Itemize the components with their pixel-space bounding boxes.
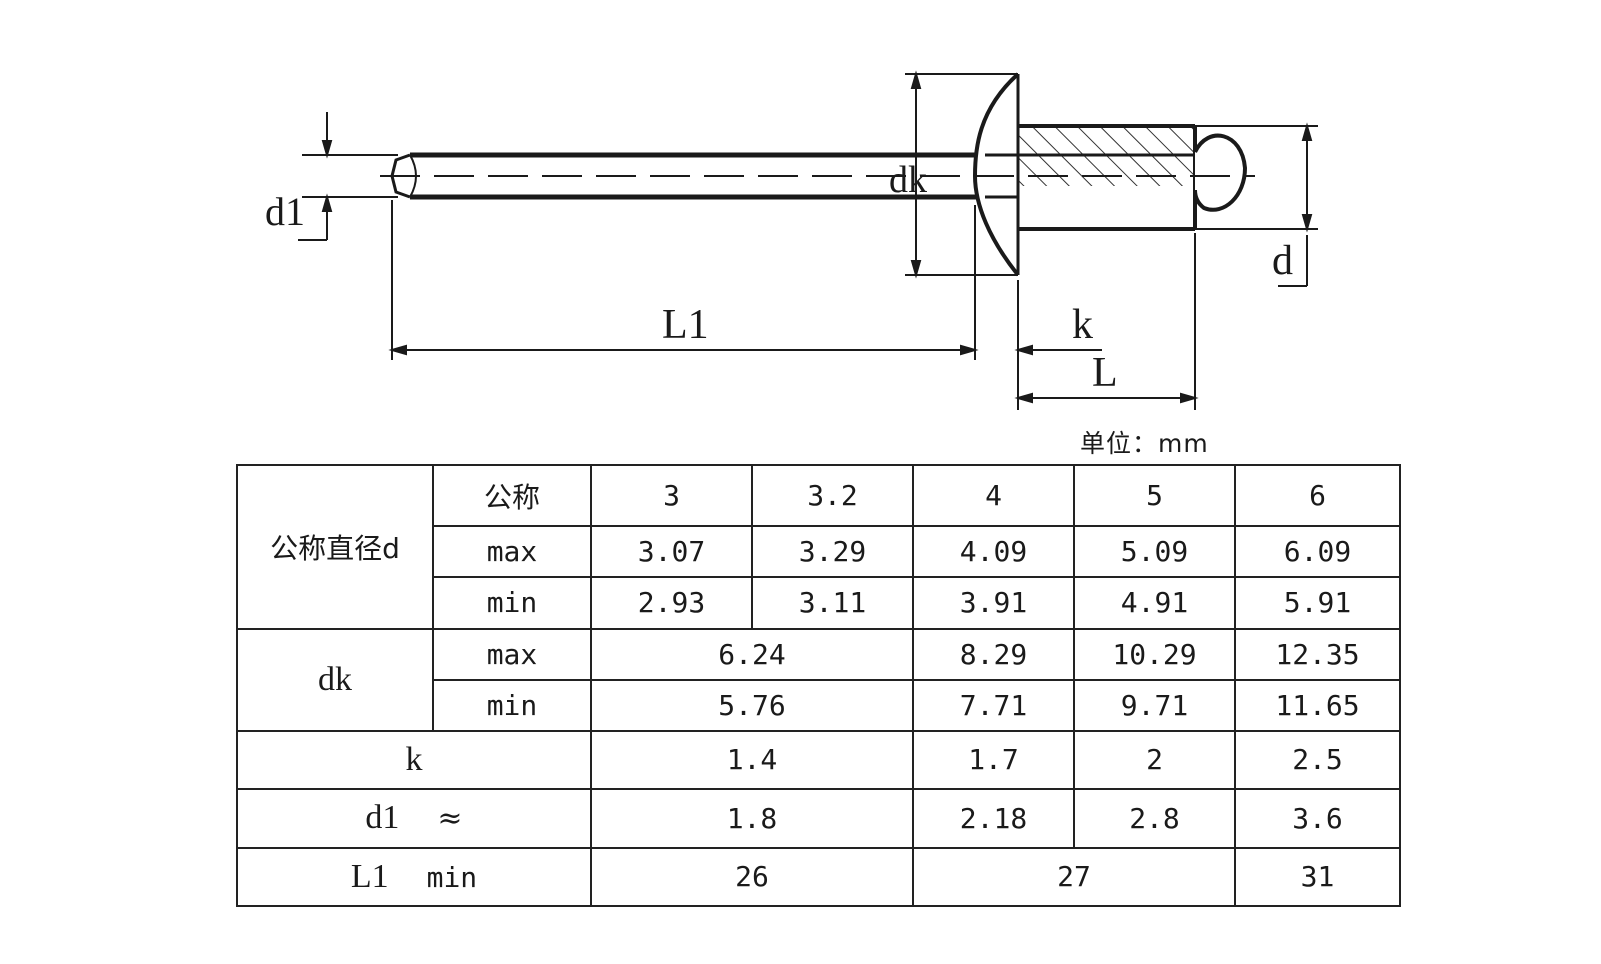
label-d: d bbox=[1272, 238, 1293, 284]
table-cell: 2.8 bbox=[1073, 788, 1236, 849]
table-cell: 5 bbox=[1073, 463, 1236, 528]
table-row: L1 min 26 27 31 bbox=[236, 846, 1401, 908]
table-cell: 2.5 bbox=[1234, 729, 1401, 791]
L1-label: L1 min bbox=[236, 846, 592, 908]
table-cell: 3.6 bbox=[1234, 788, 1401, 849]
table-cell: 26 bbox=[590, 846, 914, 908]
table-row: min 2.93 3.11 3.91 4.91 5.91 bbox=[237, 576, 1401, 630]
k-label: k bbox=[236, 729, 592, 791]
table-cell: 1.7 bbox=[912, 729, 1075, 791]
table-row: k 1.4 1.7 2 2.5 bbox=[236, 729, 1401, 791]
table-cell: 2.18 bbox=[912, 788, 1075, 849]
min-label: min bbox=[432, 678, 592, 732]
min-label: min bbox=[432, 576, 592, 630]
label-d1: d1 bbox=[265, 189, 305, 234]
d1-label: d1 ≈ bbox=[236, 788, 592, 849]
table-cell: 31 bbox=[1234, 846, 1401, 908]
dimension-lines bbox=[298, 70, 1318, 410]
max-label: max bbox=[432, 627, 592, 681]
table-cell: 2.93 bbox=[590, 576, 753, 630]
table-cell: 4 bbox=[912, 463, 1075, 528]
table-cell: 5.91 bbox=[1234, 576, 1401, 630]
dk-symbol: dk bbox=[318, 660, 352, 698]
table-cell: 1.8 bbox=[590, 788, 914, 849]
table-cell: 3.29 bbox=[751, 525, 914, 579]
table-cell: 3.07 bbox=[590, 525, 753, 579]
L1-min-label: min bbox=[426, 860, 478, 894]
L1-symbol: L1 bbox=[350, 857, 389, 895]
max-label: max bbox=[432, 525, 592, 579]
table-cell: 5.09 bbox=[1073, 525, 1236, 579]
table-cell: 12.35 bbox=[1234, 627, 1401, 681]
unit-label: 单位：mm bbox=[1080, 429, 1209, 458]
table-cell: 10.29 bbox=[1073, 627, 1236, 681]
table-cell: 3.11 bbox=[751, 576, 914, 630]
table-cell: 6.09 bbox=[1234, 525, 1401, 579]
table-cell: 8.29 bbox=[912, 627, 1075, 681]
table-cell: 11.65 bbox=[1234, 678, 1401, 732]
table-row: dk max 6.24 8.29 10.29 12.35 bbox=[236, 627, 1401, 732]
nominal-diameter-label: 公称直径d bbox=[236, 464, 434, 630]
table-cell: 3.91 bbox=[912, 576, 1075, 630]
label-k: k bbox=[1072, 302, 1093, 348]
label-L1: L1 bbox=[662, 302, 709, 348]
table-cell: 7.71 bbox=[912, 678, 1075, 732]
spec-table: 公称直径d 公称 3 3.2 4 5 6 max 3.07 3.29 4.09 … bbox=[236, 463, 1401, 908]
table-row: min 5.76 7.71 9.71 11.65 bbox=[237, 678, 1401, 732]
d1-symbol: d1 bbox=[365, 799, 400, 837]
label-L: L bbox=[1092, 350, 1118, 396]
table-row: 公称直径d 公称 3 3.2 4 5 6 bbox=[236, 463, 1401, 630]
label-dk: dk bbox=[889, 159, 927, 201]
table-cell: 4.91 bbox=[1073, 576, 1236, 630]
table-row: max 3.07 3.29 4.09 5.09 6.09 bbox=[237, 525, 1401, 579]
table-cell: 2 bbox=[1073, 729, 1236, 791]
approx-symbol: ≈ bbox=[437, 801, 463, 837]
table-cell: 27 bbox=[912, 846, 1236, 908]
table-cell: 4.09 bbox=[912, 525, 1075, 579]
dk-label: dk bbox=[236, 627, 434, 732]
table-cell: 3 bbox=[590, 463, 753, 528]
table-cell: 1.4 bbox=[590, 729, 914, 791]
table-cell: 3.2 bbox=[751, 463, 914, 528]
rivet-body bbox=[972, 72, 1248, 277]
table-cell: 6.24 bbox=[590, 627, 914, 681]
table-cell: 5.76 bbox=[590, 678, 914, 732]
table-row: d1 ≈ 1.8 2.18 2.8 3.6 bbox=[236, 788, 1401, 849]
k-symbol: k bbox=[405, 740, 423, 778]
nominal-label: 公称 bbox=[432, 463, 592, 528]
table-cell: 9.71 bbox=[1073, 678, 1236, 732]
table-cell: 6 bbox=[1234, 463, 1401, 528]
